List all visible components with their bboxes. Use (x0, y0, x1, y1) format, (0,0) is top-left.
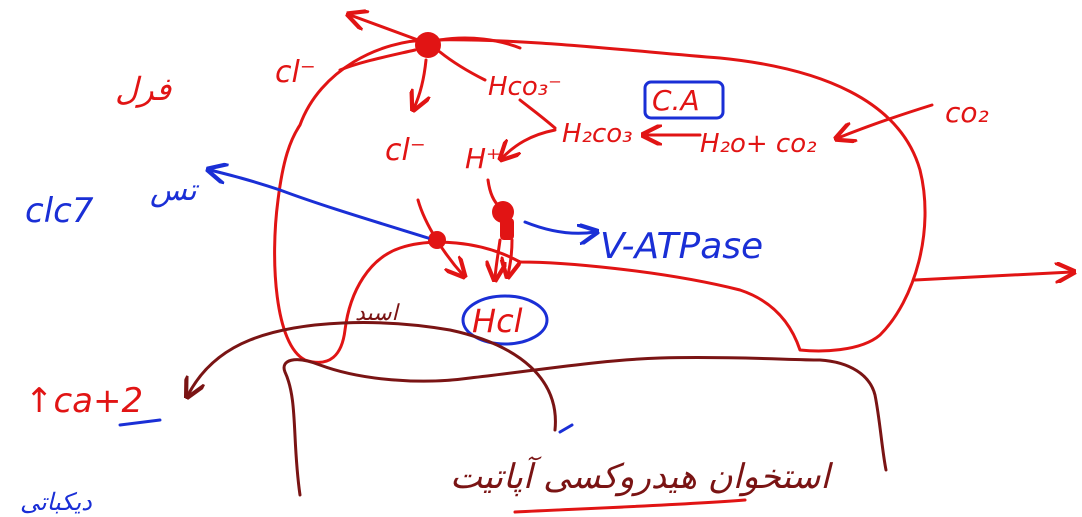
arrow-cl-out-side (338, 48, 417, 72)
bone-label-underline (513, 498, 747, 514)
hcl-circle (461, 294, 549, 346)
arrow-cl-to-hcl (416, 198, 463, 275)
hco3-label: Hco₃⁻ (488, 72, 562, 102)
arrow-exchanger-upright (438, 36, 522, 50)
cell-label: فرل (115, 70, 172, 108)
cl-in-label: cl⁻ (385, 133, 426, 168)
arrow-h-to-pump (486, 178, 502, 209)
ca-released-label: ↑ca+2 (25, 381, 143, 421)
arrow-pump-to-hcl (495, 238, 500, 278)
arrow-hco3-to-exchanger (438, 50, 487, 82)
co2-in-label: co₂ (945, 96, 989, 129)
arrow-co2-in (838, 103, 934, 138)
arrow-exchanger-to-cl-in (414, 58, 426, 108)
arrow-h2co3-to-h (502, 128, 557, 158)
bone-surface (282, 355, 888, 497)
arrow-v-atpase-pointer (523, 220, 595, 233)
arrow-ca-release (188, 321, 557, 432)
acid-note: اسید (355, 301, 401, 326)
arrow-cl-out (350, 15, 420, 42)
arrow-right-exit (913, 272, 1072, 280)
ca-box-label: C.A (652, 84, 700, 117)
cl-hco3-exchanger (415, 32, 441, 58)
cl-out-label: cl⁻ (275, 55, 316, 90)
h2o-co2-label: H₂o+ co₂ (700, 129, 817, 159)
ca-box (643, 80, 725, 120)
h2co3-label: H₂co₃ (562, 119, 633, 149)
clc7-label: clc7 (25, 191, 94, 231)
ca-underline (118, 418, 162, 427)
h-plus-label: H⁺ (465, 142, 501, 175)
corner-note: دیکباتی (20, 488, 92, 516)
arrow-clc7-pointer (210, 170, 430, 240)
arrow-h2co3-to-hco3 (518, 98, 557, 130)
bone-mark (558, 423, 574, 434)
v-atpase-stalk (500, 218, 514, 240)
arrow-pump-to-hcl-2 (508, 238, 512, 275)
clc7-note: تس (150, 173, 199, 208)
bone-label: استخوان هیدروکسی آپاتیت (450, 456, 833, 497)
hcl-label: Hcl (472, 302, 523, 340)
v-atpase-label: V-ATPase (600, 226, 763, 267)
